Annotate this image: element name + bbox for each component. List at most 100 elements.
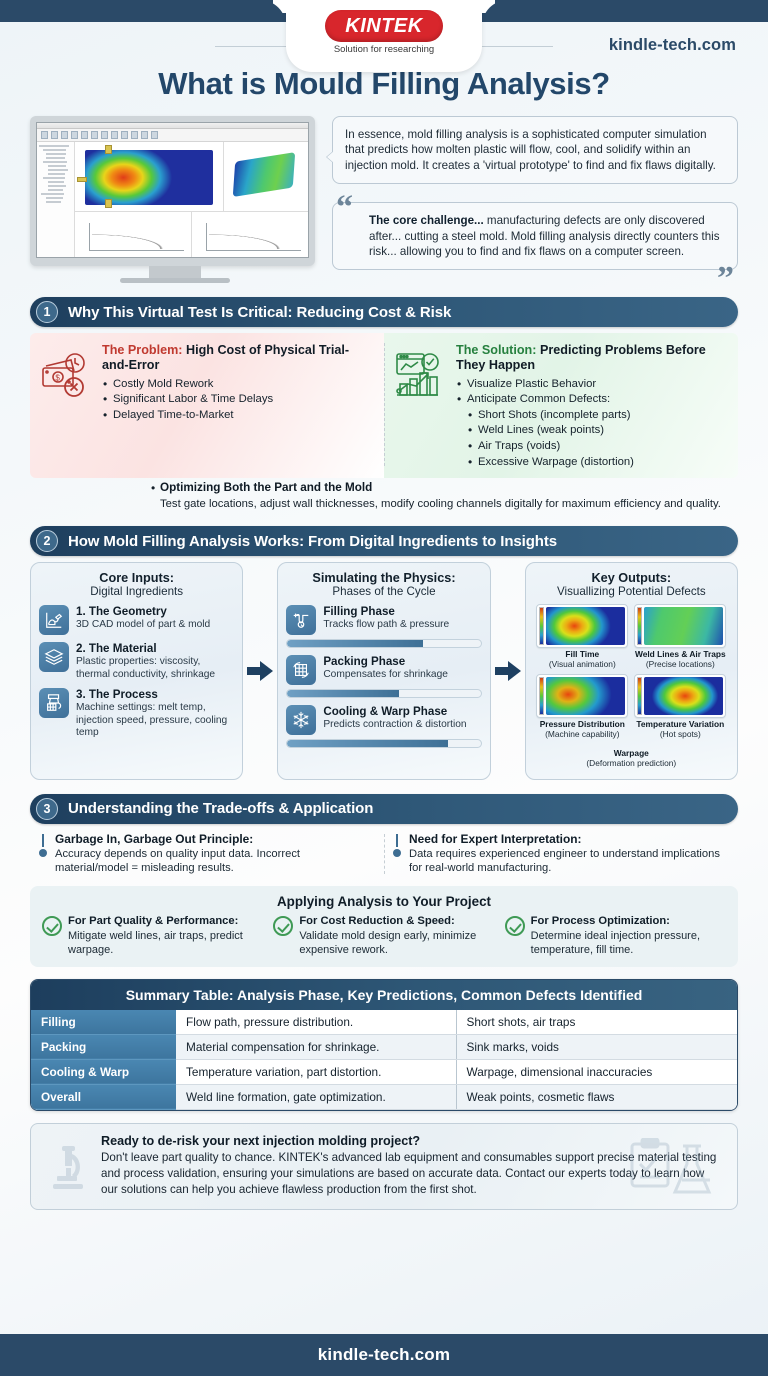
physics-subtitle: Phases of the Cycle (332, 585, 436, 599)
kintek-logo[interactable]: KINTEK (325, 10, 443, 42)
site-url-header[interactable]: kindle-tech.com (608, 36, 736, 54)
site-url-footer[interactable]: kindle-tech.com (317, 1345, 451, 1364)
footer-bar: kindle-tech.com (0, 1334, 768, 1376)
snowflake-icon (286, 705, 317, 736)
physics-card: Simulating the Physics: Phases of the Cy… (277, 562, 491, 780)
toolbar-icon (101, 131, 108, 139)
problem-content: The Problem: High Cost of Physical Trial… (102, 343, 374, 470)
app-main-area (75, 142, 308, 257)
arrow-right-icon (494, 661, 521, 682)
table-cell-prediction: Material compensation for shrinkage. (176, 1034, 457, 1060)
flow-arrow-2 (491, 562, 525, 780)
tree-row (46, 201, 62, 203)
tree-row (48, 181, 64, 183)
tree-row (46, 157, 66, 159)
pressure-graph (75, 212, 192, 257)
cta-heading: Ready to de-risk your next injection mol… (101, 1133, 421, 1148)
flow-arrow-1 (243, 562, 277, 780)
list-item: Excessive Warpage (distortion) (467, 454, 728, 471)
growth-chart-check-icon (394, 343, 448, 470)
cta-body: Don't leave part quality to chance. KINT… (101, 1150, 717, 1196)
list-item: Short Shots (incomplete parts) (467, 407, 728, 424)
input-material-text: 2. The Material Plastic properties: visc… (76, 642, 234, 681)
graph-row (75, 211, 308, 257)
tree-row (46, 197, 64, 199)
table-cell-phase: Overall (31, 1084, 176, 1110)
thumb-pressure: Pressure Distribution (Machine capabilit… (536, 673, 629, 740)
phase-item-filling: Filling Phase Tracks flow path & pressur… (286, 605, 481, 636)
apply-desc: Determine ideal injection pressure, temp… (530, 929, 701, 956)
check-circle-icon (273, 916, 294, 937)
monitor-base (120, 278, 230, 283)
3d-model-viewport (224, 142, 308, 212)
monitor-frame (30, 116, 315, 266)
gate-marker (105, 145, 112, 154)
solution-list: Visualize Plastic Behavior Anticipate Co… (456, 376, 728, 408)
monitor-illustration (30, 116, 320, 283)
cooling-progress-bar (286, 739, 482, 749)
table-cell-prediction: Temperature variation, part distortion. (176, 1059, 457, 1085)
app-toolbar (37, 129, 308, 142)
thumb-subcaption: (Hot spots) (659, 728, 701, 739)
pin-marker-icon (392, 832, 402, 876)
apply-heading: For Cost Reduction & Speed: (299, 915, 455, 928)
input-process-text: 3. The Process Machine settings: melt te… (76, 688, 234, 740)
problem-list: Costly Mold Rework Significant Labor & T… (102, 376, 374, 424)
key-outputs-card: Key Outputs: Visuallizing Potential Defe… (524, 562, 738, 780)
problem-lead: The Problem: (102, 343, 183, 357)
optimizing-text: Test gate locations, adjust wall thickne… (160, 497, 721, 510)
item-desc: Machine settings: melt temp, injection s… (76, 701, 228, 739)
packing-progress-bar (286, 689, 482, 699)
thumb-caption: Temperature Variation (636, 718, 725, 729)
warpage-caption-block: Warpage (Deformation prediction) (534, 747, 729, 769)
flask-icon (669, 1142, 723, 1198)
contour-plot (546, 676, 626, 715)
tree-row (43, 161, 68, 163)
contour-plot (546, 607, 626, 646)
logo-notch: KINTEK Solution for researching (286, 0, 482, 72)
problem-heading-rest: High Cost of Physical Trial-and-Error (102, 343, 350, 373)
hero-text-column: In essence, mold filling analysis is a s… (326, 116, 738, 296)
layers-icon (39, 642, 69, 673)
progress-fill (287, 740, 448, 748)
solution-content: The Solution: Predicting Problems Before… (456, 343, 728, 470)
simulation-screenshot (36, 122, 309, 258)
warpage-subcaption: (Deformation prediction) (586, 758, 677, 769)
tree-row (46, 153, 67, 155)
section-2-title: How Mold Filling Analysis Works: From Di… (68, 532, 557, 550)
problem-card: $ The Problem: High Cost of Physical Tri… (30, 333, 384, 479)
cad-model-icon (39, 605, 69, 636)
pin-stem (395, 833, 399, 847)
thumbnail-image (634, 673, 727, 718)
pin-stem (41, 833, 45, 847)
tradeoff-heading: Need for Expert Interpretation: (409, 831, 582, 846)
thumbnail-image (634, 604, 727, 649)
tree-row (39, 145, 69, 147)
applying-analysis-panel: Applying Analysis to Your Project For Pa… (30, 886, 738, 967)
contour-plot (644, 676, 724, 715)
solution-heading-rest: Predicting Problems Before They Happen (456, 343, 706, 373)
thumb-subcaption: (Machine capability) (545, 728, 620, 739)
color-scale-icon (637, 676, 643, 715)
tradeoff-right-text: Need for Expert Interpretation: Data req… (409, 832, 726, 876)
hero-section: In essence, mold filling analysis is a s… (30, 116, 738, 296)
gate-marker (105, 199, 112, 209)
toolbar-icon (151, 131, 158, 139)
section-3-divider (384, 833, 385, 875)
item-desc: Plastic properties: viscosity, thermal c… (76, 656, 216, 680)
tree-row (48, 185, 67, 187)
color-scale-icon (637, 607, 643, 646)
item-title: 3. The Process (76, 688, 158, 702)
key-outputs-subtitle: Visuallizing Potential Defects (556, 585, 706, 599)
monitor-neck (149, 266, 201, 278)
toolbar-icon (111, 131, 118, 139)
filling-progress-bar (286, 639, 482, 649)
input-item-geometry: 1. The Geometry 3D CAD model of part & m… (39, 605, 234, 636)
summary-table-grid: Filling Flow path, pressure distribution… (31, 1009, 737, 1110)
key-outputs-title: Key Outputs: (591, 571, 672, 586)
section-3-number: 3 (36, 797, 58, 820)
money-clock-icon: $ (40, 343, 94, 470)
table-cell-defects: Short shots, air traps (456, 1009, 737, 1035)
thumb-subcaption: (Visual animation) (548, 659, 616, 670)
tree-row (48, 169, 68, 171)
